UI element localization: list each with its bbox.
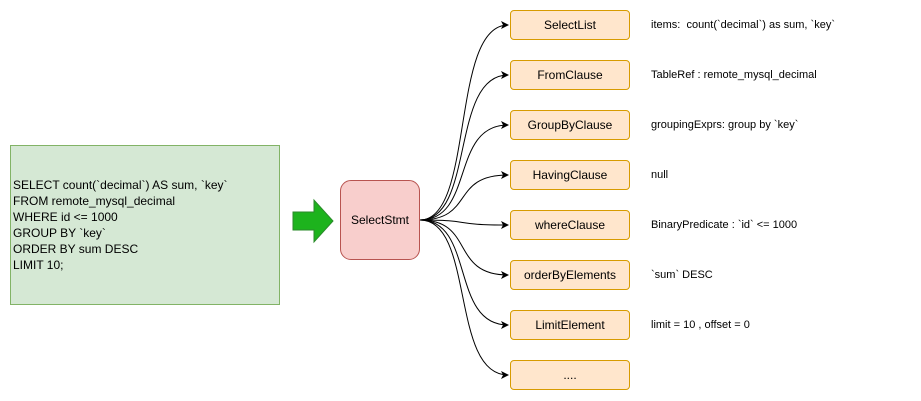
connector-edge (419, 219, 509, 229)
select-list-node: SelectList (510, 10, 630, 40)
order-by-elements-node: orderByElements (510, 260, 630, 290)
order-by-elements-note: `sum` DESC (651, 269, 713, 281)
limit-element-note: limit = 10 , offset = 0 (651, 319, 750, 331)
from-clause-note: TableRef : remote_mysql_decimal (651, 69, 817, 81)
connector-edge (419, 219, 509, 279)
connector-edge (419, 121, 509, 221)
where-clause-note: BinaryPredicate : `id` <= 1000 (651, 219, 798, 231)
connector-edge (419, 219, 509, 329)
connector-edge (419, 171, 509, 221)
connector-edge (419, 71, 509, 221)
group-by-clause-node: GroupByClause (510, 110, 630, 140)
from-clause-node: FromClause (510, 60, 630, 90)
having-clause-note: null (651, 169, 669, 181)
sql-line: SELECT count(`decimal`) AS sum, `key` (13, 178, 228, 192)
sql-line: WHERE id <= 1000 (13, 210, 118, 224)
select-stmt-node: SelectStmt (340, 180, 420, 260)
connector-edge (419, 219, 509, 379)
sql-line: FROM remote_mysql_decimal (13, 194, 176, 208)
sql-line: ORDER BY sum DESC (13, 242, 139, 256)
sql-line: GROUP BY `key` (13, 226, 106, 240)
connector-edge (419, 21, 509, 221)
more-node: .... (510, 360, 630, 390)
sql-line: LIMIT 10; (13, 258, 64, 272)
where-clause-node: whereClause (510, 210, 630, 240)
select-list-note: items: count(`decimal`) as sum, `key` (651, 19, 835, 31)
arrow-right-icon (292, 198, 334, 244)
group-by-clause-note: groupingExprs: group by `key` (651, 119, 799, 131)
limit-element-node: LimitElement (510, 310, 630, 340)
having-clause-node: HavingClause (510, 160, 630, 190)
sql-query-box: SELECT count(`decimal`) AS sum, `key` FR… (10, 145, 280, 305)
